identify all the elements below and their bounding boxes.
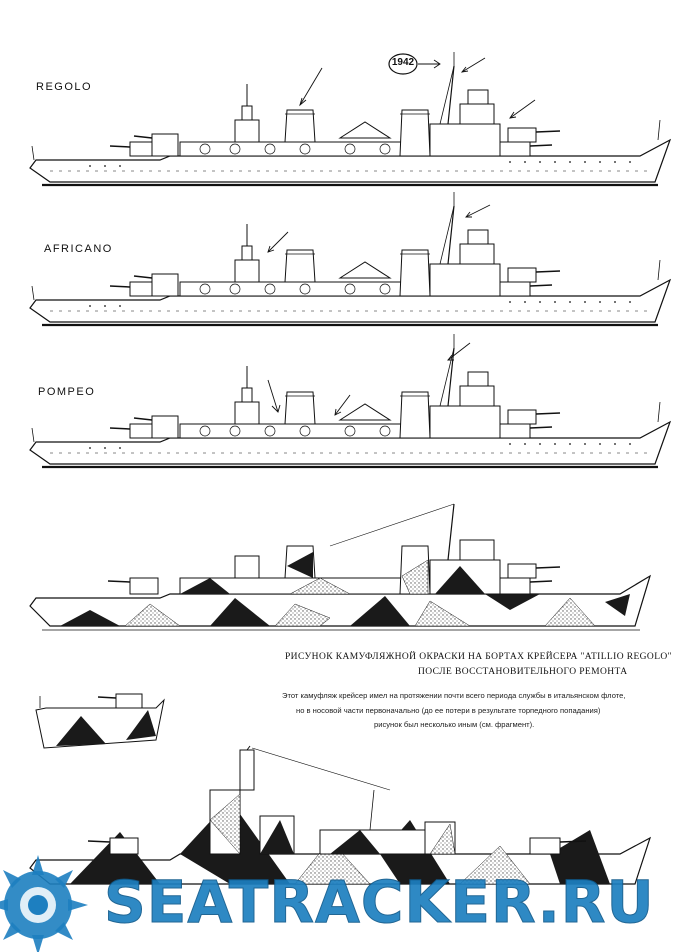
ship-name-africano: AFRICANO bbox=[44, 243, 113, 255]
caption-line2: ПОСЛЕ ВОССТАНОВИТЕЛЬНОГО РЕМОНТА bbox=[418, 667, 628, 677]
ship-camouflage-profile bbox=[29, 503, 651, 631]
caption-line1: РИСУНОК КАМУФЛЯЖНОЙ ОКРАСКИ НА БОРТАХ КР… bbox=[285, 652, 672, 662]
regolo-arrows bbox=[299, 57, 536, 119]
pompeo-arrows bbox=[267, 342, 471, 416]
ship-name-pompeo: POMPEO bbox=[38, 386, 96, 398]
ship-camouflage-starboard bbox=[29, 745, 652, 885]
ship-africano-profile bbox=[28, 190, 672, 327]
bow-fragment bbox=[35, 693, 165, 749]
watermark-emblem bbox=[0, 855, 88, 952]
year-badge-text: 1942 bbox=[391, 57, 415, 68]
ship-regolo-profile bbox=[28, 50, 672, 187]
note-line2: но в носовой части первоначально (до ее … bbox=[296, 706, 601, 715]
note-line3: рисунок был несколько иным (см. фрагмент… bbox=[374, 720, 535, 729]
year-badge: 1942 bbox=[388, 53, 418, 75]
ship-pompeo-profile bbox=[28, 332, 672, 469]
ship-name-regolo: REGOLO bbox=[36, 81, 93, 93]
africano-arrows bbox=[267, 204, 491, 253]
watermark-text: SEATRACKER.RU bbox=[104, 868, 655, 937]
note-line1: Этот камуфляж крейсер имел на протяжении… bbox=[282, 691, 626, 700]
